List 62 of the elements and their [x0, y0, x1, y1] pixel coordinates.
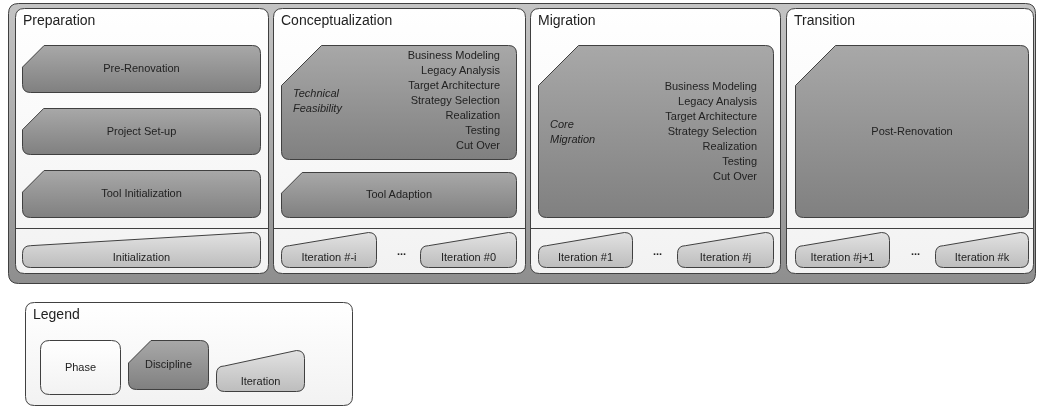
activity-label: Business Modeling — [664, 79, 757, 94]
discipline-label: Project Set-up — [105, 124, 178, 138]
phase-title: Migration — [538, 14, 596, 27]
activity-label: Realization — [702, 139, 757, 154]
discipline-box — [22, 108, 261, 155]
discipline-label: Tool Initialization — [100, 187, 183, 200]
phase-box — [25, 302, 353, 406]
iteration-label: Iteration — [239, 375, 282, 388]
iteration-label: Iteration #0 — [439, 251, 497, 264]
lane-band — [8, 3, 1036, 284]
iteration-box — [677, 232, 774, 268]
discipline-box — [22, 45, 261, 93]
iteration-box — [281, 232, 377, 268]
discipline-label: Tool Adaption — [364, 188, 434, 201]
iteration-label: Iteration #k — [953, 251, 1011, 264]
phase-box — [530, 8, 781, 274]
discipline-label: Post-Renovation — [870, 124, 954, 138]
discipline-label: Core Migration — [550, 116, 597, 147]
iteration-box — [538, 232, 633, 268]
discipline-box — [538, 45, 774, 218]
activity-label: Strategy Selection — [410, 93, 500, 108]
iteration-box — [795, 232, 890, 268]
discipline-box — [281, 45, 517, 160]
activity-label: Realization — [445, 108, 500, 123]
discipline-box — [795, 45, 1029, 218]
iteration-label: Iteration #1 — [556, 251, 614, 264]
phase-title: Conceptualization — [281, 14, 393, 27]
iteration-label: Iteration #j — [698, 251, 753, 264]
activity-label: Target Architecture — [408, 78, 500, 93]
discipline-label: Discipline — [143, 358, 194, 371]
ellipsis-label: ... — [397, 245, 407, 258]
phase-box — [15, 8, 269, 274]
phase-label: Phase — [63, 360, 98, 374]
activity-label: Strategy Selection — [667, 124, 757, 139]
phase-title: Transition — [794, 14, 855, 27]
activity-label: Cut Over — [456, 138, 500, 153]
discipline-box — [128, 340, 209, 390]
iteration-label: Iteration #-i — [300, 251, 358, 264]
activity-label: Legacy Analysis — [678, 94, 757, 109]
phase-title: Preparation — [23, 14, 96, 27]
phase-box — [40, 340, 121, 395]
iteration-label: Iteration #j+1 — [809, 251, 876, 264]
iteration-box — [935, 232, 1029, 268]
ellipsis-label: ... — [911, 245, 921, 258]
iteration-box — [420, 232, 517, 268]
discipline-label: Pre-Renovation — [102, 62, 181, 75]
discipline-label: Technical Feasibility — [293, 85, 344, 116]
activity-label: Target Architecture — [665, 109, 757, 124]
activity-label: Business Modeling — [407, 48, 500, 63]
iteration-box — [216, 350, 305, 392]
iteration-label: Initialization — [111, 251, 172, 264]
activity-label: Cut Over — [713, 169, 757, 184]
activity-label: Testing — [465, 123, 500, 138]
activity-label: Legacy Analysis — [421, 63, 500, 78]
ellipsis-label: ... — [653, 245, 663, 258]
phase-box — [786, 8, 1034, 274]
discipline-box — [22, 170, 261, 218]
phase-title: Legend — [33, 308, 80, 321]
activity-label: Testing — [722, 154, 757, 169]
discipline-box — [281, 172, 517, 218]
iteration-box — [22, 232, 261, 268]
phase-box — [273, 8, 526, 274]
